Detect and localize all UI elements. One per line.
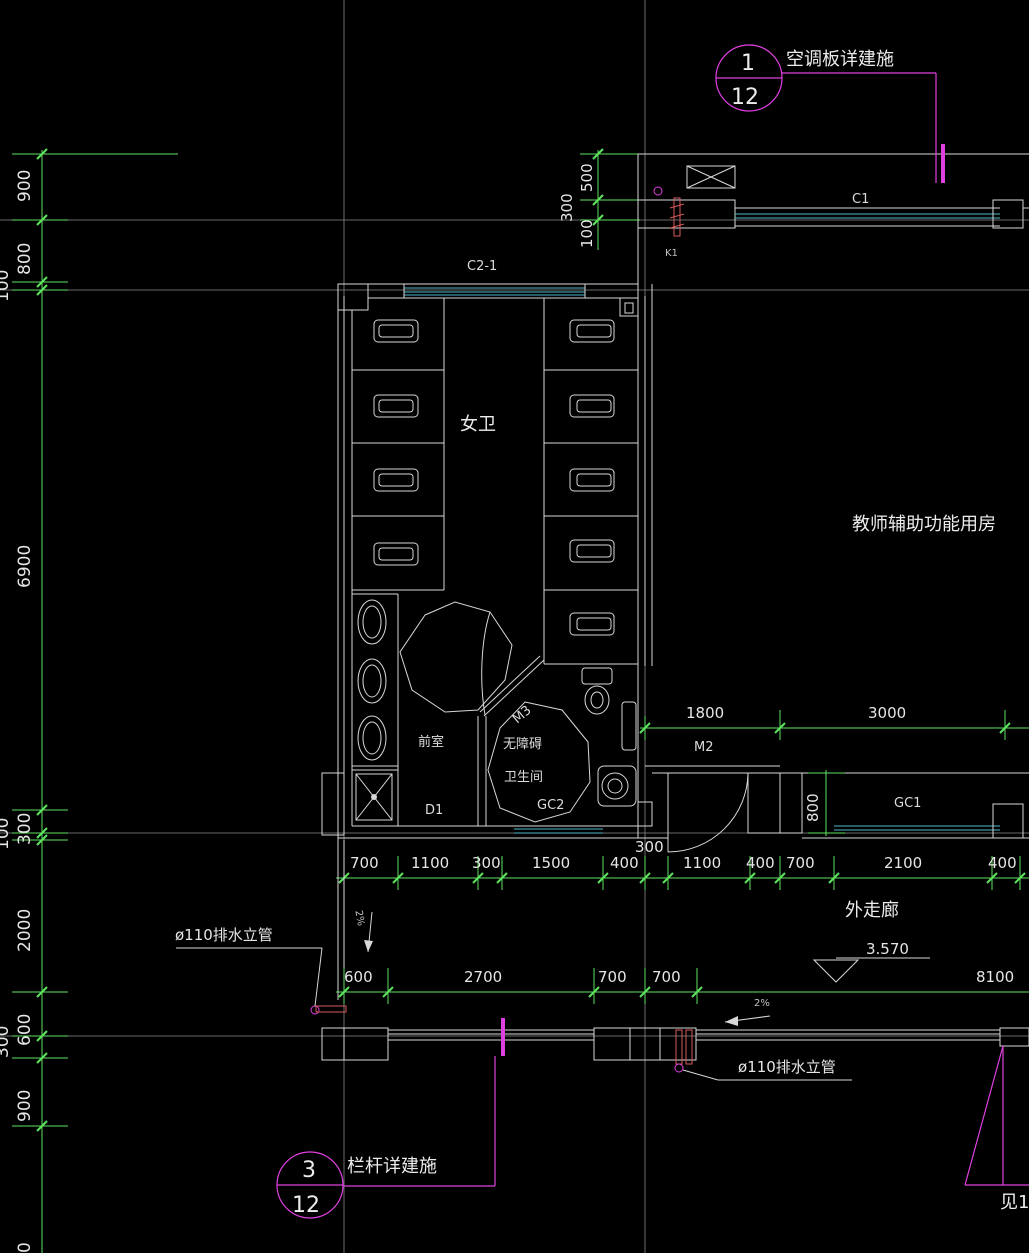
washbasin-icon <box>357 599 387 645</box>
dim-row1-400: 400 <box>610 854 639 872</box>
dim-row1-1100: 1100 <box>411 854 449 872</box>
dim-row1-300: 300 <box>472 854 501 872</box>
ac-unit-icon <box>686 165 736 189</box>
dim-row2-600: 600 <box>344 968 373 986</box>
dim-900-top: 900 <box>15 170 35 202</box>
label-c1: C1 <box>852 192 869 207</box>
label-m3: M3 <box>510 703 535 727</box>
dim-100-cut: 100 <box>0 270 13 302</box>
dim-800-small: 800 <box>804 793 822 822</box>
toilet-stall-icon <box>569 468 615 492</box>
label-teacher-room: 教师辅助功能用房 <box>852 514 996 535</box>
label-corridor: 外走廊 <box>845 900 899 921</box>
dim-600: 600 <box>15 1014 35 1046</box>
dim-100-small: 100 <box>578 219 596 248</box>
label-accessible-1: 无障碍 <box>503 737 542 752</box>
label-gc2: GC2 <box>537 798 564 813</box>
accessible-wc: M3 无障碍 卫生间 GC2 <box>487 667 653 827</box>
label-level: 3.570 <box>866 940 909 958</box>
toilet-stall-icon <box>373 394 419 418</box>
label-c2-1: C2-1 <box>467 259 497 274</box>
dim-6900: 6900 <box>15 545 35 588</box>
level-marker-icon <box>812 957 930 983</box>
dim-0-cut: 0 <box>15 1242 35 1253</box>
label-slope-2: 2% <box>754 998 770 1009</box>
label-gc1: GC1 <box>894 796 921 811</box>
dim-row-2: 600 2700 700 700 8100 <box>336 968 1029 1004</box>
dim-1800: 1800 <box>686 704 724 722</box>
callout-top-text: 空调板详建施 <box>786 49 894 70</box>
dim-row2-8100: 8100 <box>976 968 1014 986</box>
dim-3000: 3000 <box>868 704 906 722</box>
dim-2000: 2000 <box>15 909 35 952</box>
upper-dim-row: 1800 3000 <box>639 704 1029 740</box>
dim-300: 300 <box>15 813 35 845</box>
dim-900-bottom: 900 <box>15 1090 35 1122</box>
callout-bottom-text: 栏杆详建施 <box>347 1156 437 1177</box>
label-anteroom: 前室 <box>418 734 444 750</box>
toilet-icon <box>581 667 613 715</box>
callout-top-num: 1 <box>741 51 755 76</box>
washbasin-icon <box>357 658 387 704</box>
dim-row1-700: 700 <box>350 854 379 872</box>
wc-walls: C2-1 <box>321 154 668 839</box>
top-window-dims: 500 300 100 <box>558 148 640 250</box>
toilet-stall-icon <box>569 319 615 343</box>
dim-800: 800 <box>15 243 35 275</box>
toilet-stall-icon <box>569 539 615 563</box>
dim-row1-400b: 400 <box>746 854 775 872</box>
dim-100-mid: 100 <box>0 818 13 850</box>
door-swing-icon <box>667 772 749 853</box>
railing: ø110排水立管 ø110排水立管 <box>175 926 1029 1081</box>
label-drain-left: ø110排水立管 <box>175 926 273 944</box>
callout-top: 1 12 空调板详建施 <box>715 44 945 183</box>
dim-row1-2100: 2100 <box>884 854 922 872</box>
label-k1: K1 <box>665 248 678 259</box>
label-slope-1: 2% <box>352 909 366 927</box>
dim-300-small: 300 <box>558 193 576 222</box>
right-stalls <box>543 298 638 665</box>
label-see-note: 见1 <box>1000 1192 1029 1213</box>
dim-row2-2700: 2700 <box>464 968 502 986</box>
left-dimension-chain: 900 800 100 6900 300 100 2000 600 300 90… <box>0 148 178 1253</box>
floor-drain-icon <box>355 773 393 821</box>
left-stalls <box>352 298 445 595</box>
dim-row2-700: 700 <box>598 968 627 986</box>
dim-row1-1100b: 1100 <box>683 854 721 872</box>
toilet-stall-icon <box>373 319 419 343</box>
dim-300-low: 300 <box>0 1026 13 1058</box>
dim-row1-700b: 700 <box>786 854 815 872</box>
dim-row1-400c: 400 <box>988 854 1017 872</box>
dim-500-small: 500 <box>578 163 596 192</box>
callout-top-den: 12 <box>731 85 759 110</box>
callout-bottom: 3 12 栏杆详建施 <box>276 1056 496 1219</box>
toilet-stall-icon <box>569 612 615 636</box>
washbasin-icon <box>597 765 637 807</box>
door-m2: M2 GC1 800 <box>645 740 1029 853</box>
callout-bottom-den: 12 <box>292 1193 320 1218</box>
callout-bottom-num: 3 <box>302 1158 316 1183</box>
drain-pipe-right <box>674 1063 852 1081</box>
window-c1: C1 K1 <box>637 153 1029 259</box>
anteroom: 前室 D1 <box>352 594 545 826</box>
washbasin-icon <box>357 715 387 761</box>
label-m2: M2 <box>694 740 714 755</box>
label-accessible-2: 卫生间 <box>504 770 543 785</box>
label-womens-wc: 女卫 <box>460 414 496 435</box>
dim-row1-300-extra: 300 <box>635 838 664 856</box>
toilet-stall-icon <box>373 542 419 566</box>
label-d1: D1 <box>425 803 443 818</box>
dim-row-1: 700 1100 300 1500 400 300 1100 400 700 2… <box>336 838 1029 890</box>
label-drain-right: ø110排水立管 <box>738 1058 836 1076</box>
dim-row2-700b: 700 <box>652 968 681 986</box>
drain-pipe-left <box>176 947 347 1015</box>
toilet-stall-icon <box>373 468 419 492</box>
toilet-stall-icon <box>569 394 615 418</box>
dim-row1-1500: 1500 <box>532 854 570 872</box>
right-leader: 见1 <box>964 1045 1029 1213</box>
